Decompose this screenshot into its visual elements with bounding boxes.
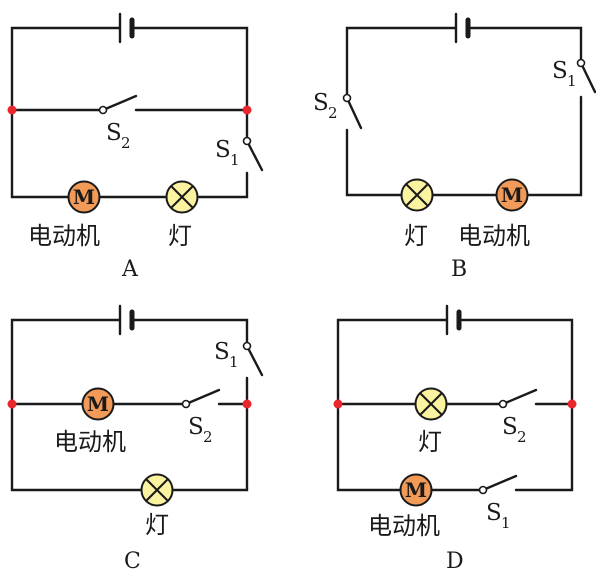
circuit-d: M 灯 S 2 电动机 S 1 D (333, 304, 577, 574)
junction-node-d-right (567, 399, 577, 409)
battery-c (118, 304, 135, 336)
option-label-b: B (451, 257, 467, 282)
switch-s1-label-b: S (552, 58, 568, 84)
switch-s1-c (242, 341, 264, 377)
lamp-label-b: 灯 (404, 222, 428, 250)
switch-s1-sub-a: 1 (230, 151, 240, 169)
lamp-d (414, 387, 448, 421)
switch-s2-b (342, 93, 363, 130)
junction-node-c-left (7, 399, 17, 409)
junction-node-a-left (7, 105, 17, 115)
switch-s2-a (98, 94, 138, 115)
switch-s2-sub-c: 2 (203, 428, 213, 446)
switch-s2-sub-d: 2 (517, 428, 527, 446)
motor-label-a: 电动机 (28, 222, 100, 250)
motor-d: M (399, 473, 433, 507)
battery-a (118, 12, 135, 44)
svg-text:M: M (87, 392, 109, 416)
switch-s2-label-c: S (188, 414, 204, 440)
switch-s1-label-a: S (215, 137, 231, 163)
lamp-label-d: 灯 (418, 428, 442, 456)
motor-b: M (495, 178, 529, 212)
motor-c: M (81, 387, 115, 421)
junction-node-c-right (242, 399, 252, 409)
circuit-a: M S 2 S 1 电动机 灯 A (7, 12, 264, 282)
switch-s1-b (576, 58, 596, 94)
switch-s1-sub-d: 1 (501, 514, 511, 532)
lamp-label-c: 灯 (145, 511, 169, 539)
switch-s1-label-c: S (214, 339, 230, 365)
lamp-label-a: 灯 (168, 222, 192, 250)
switch-s2-label-b: S (313, 90, 329, 116)
circuit-c: M S 1 S 2 电动机 灯 C (7, 304, 264, 574)
motor-label-c: 电动机 (54, 428, 126, 456)
motor-label-b: 电动机 (458, 222, 530, 250)
switch-s2-c (181, 388, 221, 409)
switch-s1-a (242, 136, 264, 172)
switch-s1-sub-c: 1 (229, 353, 239, 371)
option-label-c: C (124, 549, 141, 574)
switch-s1-label-d: S (486, 500, 502, 526)
junction-node-d-left (333, 399, 343, 409)
motor-a: M (67, 180, 101, 214)
switch-s1-sub-b: 1 (567, 72, 577, 90)
switch-s2-d (498, 388, 538, 409)
junction-node-a-right (242, 105, 252, 115)
motor-label-d: 电动机 (368, 512, 440, 540)
circuit-a-wires (10, 26, 249, 199)
svg-text:M: M (501, 183, 523, 207)
switch-s2-label-a: S (106, 120, 122, 146)
switch-s2-sub-a: 2 (121, 134, 131, 152)
option-label-a: A (121, 257, 139, 282)
switch-s2-sub-b: 2 (328, 104, 338, 122)
circuit-b-wires (345, 26, 583, 197)
battery-b (454, 12, 471, 44)
circuit-d-wires (336, 318, 574, 492)
lamp-a (165, 180, 199, 214)
circuit-c-wires (10, 318, 249, 492)
battery-d (445, 304, 462, 336)
svg-text:M: M (405, 478, 427, 502)
lamp-b (400, 178, 434, 212)
switch-s2-label-d: S (502, 414, 518, 440)
circuit-b: M S 2 S 1 灯 电动机 B (313, 12, 596, 282)
lamp-c (140, 473, 174, 507)
switch-s1-d (478, 474, 518, 495)
svg-text:M: M (73, 185, 95, 209)
option-label-d: D (446, 549, 464, 574)
